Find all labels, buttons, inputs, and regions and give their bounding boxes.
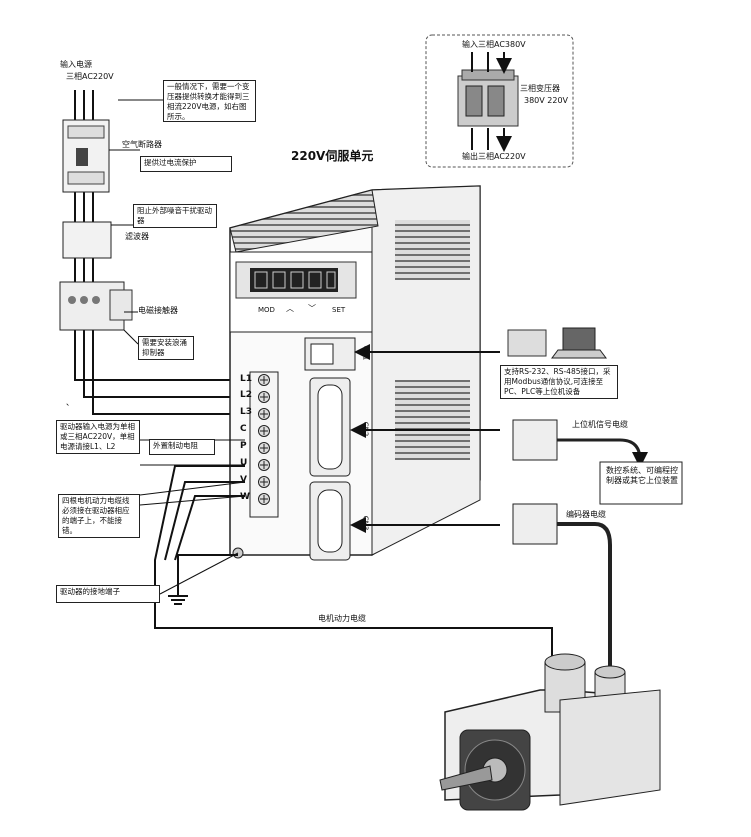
port-label-cn3: CN3 <box>361 515 370 531</box>
terminal-label-w: W <box>240 492 250 502</box>
noise-filter <box>62 221 112 259</box>
pc-icon <box>507 327 607 359</box>
mod-button: MOD <box>258 306 275 314</box>
terminal-screw-cross <box>260 376 268 384</box>
filter-note: 阻止外部噪音干扰驱动器 <box>133 204 217 228</box>
contactor-label: 电磁接触器 <box>138 306 178 315</box>
breaker-label: 空气断路器 <box>122 140 162 149</box>
encoder-cable <box>512 503 612 670</box>
servo-drive <box>229 185 481 561</box>
terminal-screws <box>258 374 270 505</box>
terminal-label-c: C <box>240 424 247 434</box>
terminal-screw-cross <box>260 461 268 469</box>
terminal-label-l1: L1 <box>240 374 252 384</box>
down-icon: ﹀ <box>308 304 316 313</box>
transformer-input: 输入三相AC380V <box>462 40 526 49</box>
motor-power-note: 四根电机动力电缆线必须接在驱动器相应的端子上，不能接错。 <box>58 494 140 538</box>
up-icon: ︿ <box>286 304 294 313</box>
host-devices-label: 数控系统、可编程控制器或其它上位装置 <box>606 466 678 485</box>
magnetic-contactor <box>59 281 133 331</box>
encoder-cable-label: 编码器电缆 <box>566 510 606 519</box>
filter-label: 滤波器 <box>125 232 149 241</box>
terminal-screw-cross <box>260 444 268 452</box>
contactor-note: 需要安装浪涌抑制器 <box>138 336 194 360</box>
driver-input-note: 驱动器输入电源为单相或三相AC220V，单相电源请接L1、L2 <box>56 420 140 454</box>
servo-motor <box>439 653 661 811</box>
host-cable <box>512 419 648 468</box>
comm-note: 支持RS-232、RS-485接口，采用Modbus通信协议,可连接至PC、PL… <box>500 365 618 399</box>
breaker-note: 提供过电流保护 <box>140 156 232 172</box>
terminal-label-v: V <box>240 475 247 485</box>
set-button: SET <box>332 306 346 314</box>
terminal-screw-cross <box>260 393 268 401</box>
ground-note: 驱动器的接地端子 <box>56 585 160 603</box>
host-devices-frame <box>599 461 683 505</box>
dash-mark: 、 <box>66 398 74 407</box>
transformer-output: 输出三相AC220V <box>462 152 526 161</box>
terminal-screw-cross <box>260 427 268 435</box>
air-breaker <box>62 119 110 193</box>
motor-cable-label: 电机动力电缆 <box>318 614 366 623</box>
terminal-screw-cross <box>260 495 268 503</box>
transformer-name: 三相变压器 <box>520 84 560 93</box>
port-label-cn2: CN2 <box>361 421 370 437</box>
brake-resistor-label: 外置制动电阻 <box>149 439 215 455</box>
transformer-note: 一般情况下，需要一个变压器提供转换才能得到三相流220V电源，如右图所示。 <box>163 80 256 122</box>
input-power-spec: 三相AC220V <box>66 72 114 81</box>
terminal-label-u: U <box>240 458 248 468</box>
terminal-label-p: P <box>240 441 247 451</box>
motor-power-cable <box>154 465 553 660</box>
transformer-icon <box>457 52 518 150</box>
terminal-label-l2: L2 <box>240 390 252 400</box>
transformer-ratio: 380V 220V <box>524 96 569 105</box>
signal-arrows <box>350 344 500 533</box>
terminal-label-l3: L3 <box>240 407 252 417</box>
terminal-screw-cross <box>260 410 268 418</box>
page-title: 220V伺服单元 <box>291 149 374 163</box>
port-label-cn1: CN1 <box>361 345 370 361</box>
host-cable-label: 上位机信号电缆 <box>572 420 628 429</box>
terminal-screw-cross <box>260 478 268 486</box>
input-power-label: 输入电源 <box>60 60 92 69</box>
panel-buttons: MOD ︿ ﹀ SET <box>258 303 358 319</box>
